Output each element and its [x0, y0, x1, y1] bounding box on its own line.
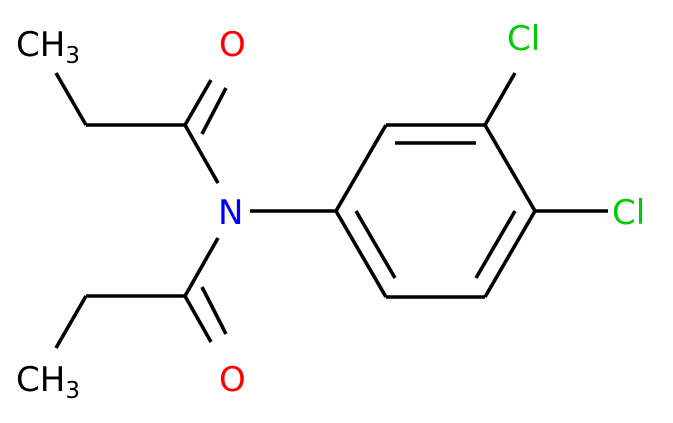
chlorine-label-right: Cl	[612, 193, 645, 233]
methyl-label-top-sub: 3	[65, 43, 80, 69]
ring-bond-3	[483, 124, 537, 212]
bond-carbonyl-double-o-top-inner	[200, 87, 228, 135]
bond-ch3-ch2-top	[54, 72, 88, 126]
methyl-label-top-main: CH	[16, 25, 65, 65]
methyl-label-top: CH3	[16, 25, 80, 69]
oxygen-label-top: O	[219, 25, 246, 65]
atom-labels: CH3 O N CH3 O Cl Cl	[16, 19, 645, 404]
bond-carbonyl-double-o-bottom-inner	[200, 286, 228, 335]
bond-ring-cl-top	[483, 72, 517, 126]
ring-bond-6	[334, 210, 388, 298]
bond-carbonyl-double-o-top	[183, 79, 213, 126]
bond-ch2-ch3-bottom	[54, 295, 88, 349]
methyl-label-bottom-main: CH	[16, 360, 65, 400]
bond-carbonyl-double-o-bottom	[183, 295, 213, 343]
ring-bond-1	[334, 124, 388, 212]
oxygen-label-bottom: O	[219, 360, 246, 400]
ring-double-inner-left	[354, 210, 397, 279]
methyl-label-bottom: CH3	[16, 360, 80, 404]
bond-n-carbonyl-bottom	[183, 237, 220, 297]
bond-carbonyl-n-top	[183, 124, 220, 184]
methyl-label-bottom-sub: 3	[65, 378, 80, 404]
ring-bond-4	[483, 210, 537, 298]
bond-lines	[54, 72, 608, 349]
ring-double-inner-right	[474, 210, 517, 279]
chlorine-label-top: Cl	[507, 19, 540, 59]
nitrogen-label: N	[218, 193, 243, 233]
